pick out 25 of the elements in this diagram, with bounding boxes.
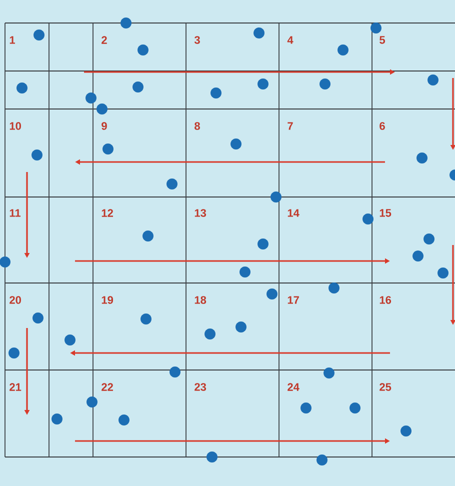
cell-number: 9 <box>102 122 107 130</box>
cell-number: 14 <box>288 209 300 217</box>
cell-number: 10 <box>10 122 21 130</box>
cell-number: 13 <box>194 209 206 217</box>
cell-number: 7 <box>288 122 293 130</box>
cell-number: 23 <box>194 383 206 391</box>
cell-number: 16 <box>380 296 392 304</box>
cell-number: 17 <box>288 296 299 304</box>
cell-number: 20 <box>10 296 21 304</box>
cell-number: 4 <box>287 36 294 44</box>
cell-number: 19 <box>102 296 114 304</box>
cell-number: 6 <box>380 122 385 130</box>
cell-number: 5 <box>380 36 385 44</box>
cell-number: 12 <box>102 209 113 217</box>
cell-number: 24 <box>288 383 300 391</box>
cell-number: 8 <box>194 122 200 130</box>
cell-number: 3 <box>194 36 200 44</box>
cell-number: 21 <box>10 383 22 391</box>
cell-number: 11 <box>10 209 21 217</box>
cell-number: 2 <box>102 36 107 44</box>
cell-number: 1 <box>10 36 15 44</box>
cell-number: 18 <box>194 296 206 304</box>
cell-number: 25 <box>380 383 392 391</box>
cell-number: 22 <box>102 383 113 391</box>
cell-number: 15 <box>380 209 392 217</box>
